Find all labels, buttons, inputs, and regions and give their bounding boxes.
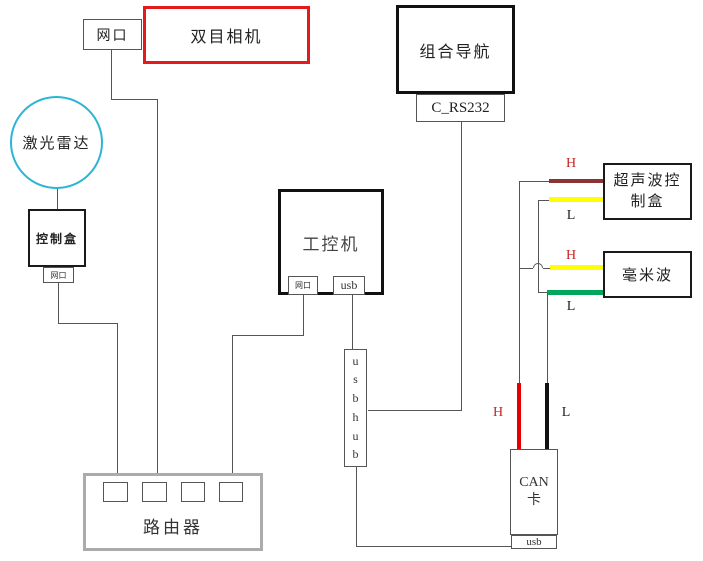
wire-ultrasonic-l-lead: [538, 200, 549, 201]
ultrasonic-l-label: L: [566, 208, 576, 223]
router-port-1: [103, 482, 128, 502]
wire-camera-elbow: [111, 99, 158, 100]
control-box-net-port-label: 网口: [50, 270, 67, 280]
usb-hub-letter: h: [352, 409, 359, 424]
ipc-usb-port-label: usb: [340, 278, 358, 292]
nav-label: 组合导航: [419, 43, 492, 61]
nav-box: 组合导航: [396, 5, 515, 94]
usb-hub-letter: u: [352, 428, 359, 443]
lidar-circle: 激光雷达: [10, 96, 103, 189]
usb-hub-letter: b: [352, 391, 359, 406]
rs232-port-box: C_RS232: [416, 94, 505, 122]
wire-hub-to-can-usb: [356, 546, 511, 547]
ultrasonic-label-line1: 超声波控: [613, 172, 682, 189]
lidar-label: 激光雷达: [22, 136, 91, 152]
wire-lidar-to-controlbox: [57, 188, 58, 210]
wire-ipc-to-router: [232, 335, 233, 483]
mmwave-label: 毫米波: [621, 268, 673, 284]
router-port-3: [181, 482, 205, 502]
camera-net-port-box: 网口: [83, 19, 142, 50]
l-bus-vertical-upper: [538, 200, 539, 293]
control-box-label: 控制盒: [35, 231, 78, 246]
ultrasonic-h-label: H: [565, 156, 577, 171]
can-l-wire: [545, 383, 549, 449]
can-usb-port-label: usb: [526, 536, 542, 548]
mmwave-box: 毫米波: [603, 251, 692, 298]
h-bus-vertical: [519, 181, 520, 383]
wire-camera-to-router: [157, 99, 158, 483]
wire-rs232-down: [461, 122, 462, 410]
mmwave-h-label: H: [565, 248, 577, 263]
ipc-net-port: 网口: [288, 276, 318, 295]
mmwave-l-label: L: [566, 299, 576, 314]
router-port-2: [142, 482, 167, 502]
wire-ultrasonic-h-lead: [519, 181, 549, 182]
h-branch-right: [543, 268, 551, 269]
camera-label: 双目相机: [190, 29, 263, 46]
wire-controlbox-elbow: [58, 323, 118, 324]
can-card-box: CAN 卡: [510, 449, 558, 535]
ultrasonic-h-wire: [549, 179, 603, 183]
mmwave-h-wire: [550, 265, 603, 270]
ipc-usb-port: usb: [333, 276, 365, 295]
ipc-label: 工控机: [302, 234, 360, 254]
l-bus-vertical-lower: [547, 293, 548, 383]
ultrasonic-l-wire: [549, 197, 603, 202]
wire-hub-down: [356, 467, 357, 547]
wire-ipc-usb-to-hub: [352, 295, 353, 349]
wire-camera-port-down: [111, 50, 112, 99]
control-box: 控制盒: [28, 209, 86, 267]
rs232-port-label: C_RS232: [431, 99, 490, 116]
ultrasonic-label-line2: 制盒: [630, 193, 665, 210]
h-branch-left: [519, 268, 533, 269]
usb-hub-letter: u: [352, 353, 359, 368]
camera-box: 双目相机: [143, 6, 310, 64]
router-label: 路由器: [143, 518, 203, 537]
mmwave-l-wire: [547, 290, 603, 295]
ipc-net-port-label: 网口: [295, 281, 311, 290]
usb-hub-box: u s b h u b: [344, 349, 367, 467]
can-card-label-line1: CAN: [519, 474, 549, 490]
wire-controlbox-down: [58, 283, 59, 323]
l-bus-jog: [538, 292, 547, 293]
can-h-label: H: [492, 405, 504, 420]
can-card-label-line2: 卡: [527, 493, 541, 508]
can-l-label: L: [561, 405, 571, 420]
usb-hub-letter: s: [353, 372, 358, 387]
camera-net-port-label: 网口: [96, 28, 129, 44]
wire-ipc-elbow: [232, 335, 304, 336]
wire-controlbox-to-router: [117, 323, 118, 483]
control-box-net-port: 网口: [43, 267, 74, 283]
wire-rs232-to-hub: [368, 410, 462, 411]
router-port-4: [219, 482, 243, 502]
ultrasonic-box: 超声波控 制盒: [603, 163, 692, 220]
can-h-wire: [517, 383, 521, 449]
wire-ipc-netport-down: [303, 295, 304, 335]
usb-hub-letter: b: [352, 447, 359, 462]
can-usb-port: usb: [511, 535, 557, 549]
